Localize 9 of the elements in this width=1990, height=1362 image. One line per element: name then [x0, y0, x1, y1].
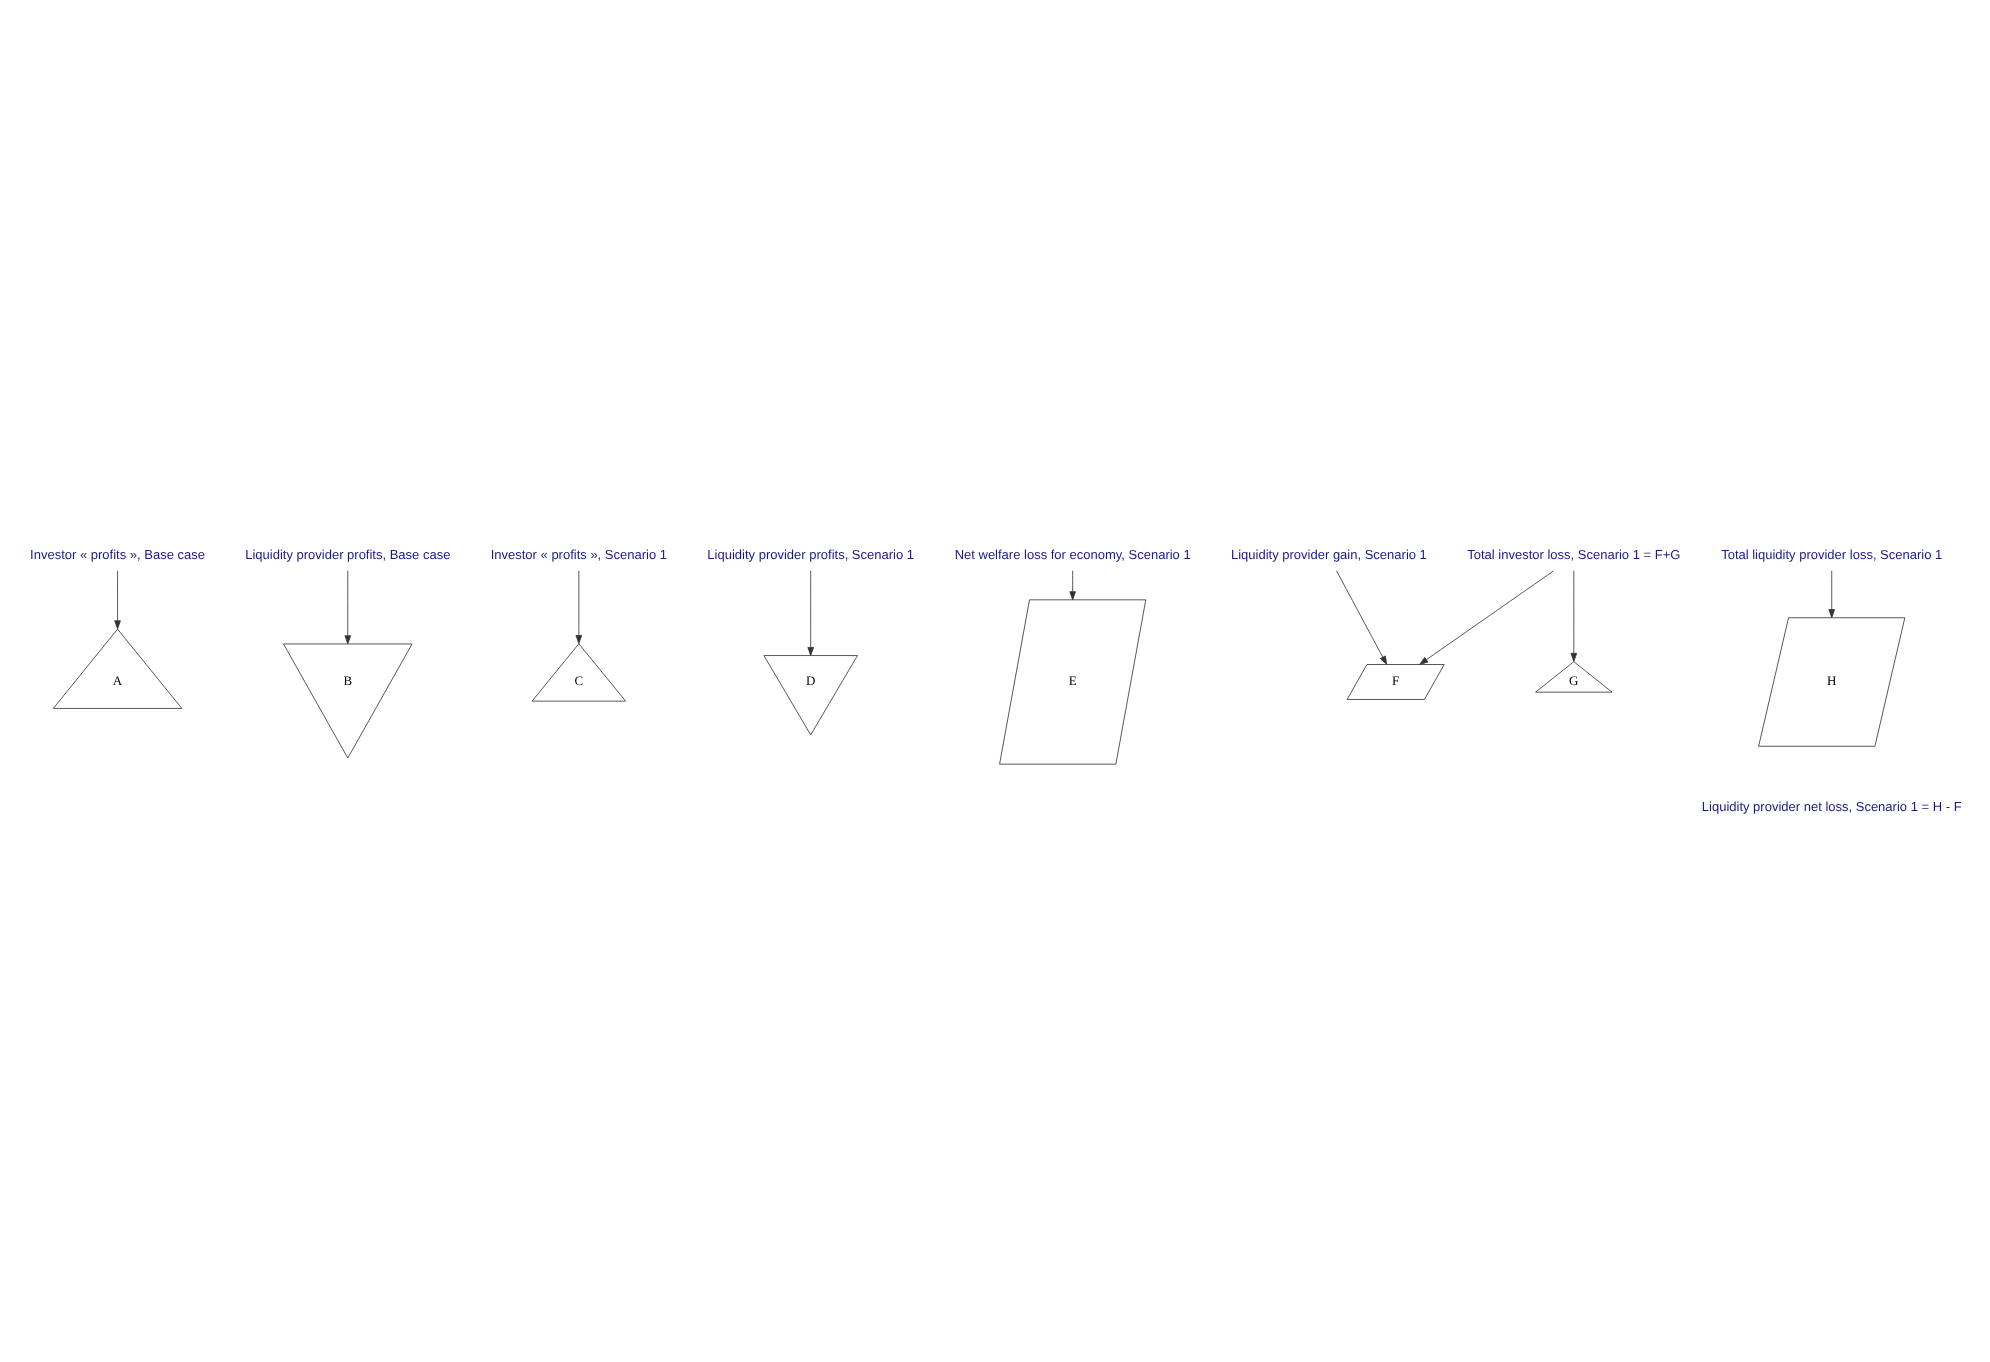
arrow	[1335, 569, 1387, 664]
arrow	[1068, 569, 1075, 600]
arrow	[1569, 569, 1577, 661]
arrow	[1827, 569, 1834, 618]
arrow	[113, 569, 120, 629]
arrow	[574, 569, 582, 643]
arrow	[343, 569, 351, 644]
arrow	[806, 569, 813, 655]
arrow	[1418, 569, 1554, 664]
